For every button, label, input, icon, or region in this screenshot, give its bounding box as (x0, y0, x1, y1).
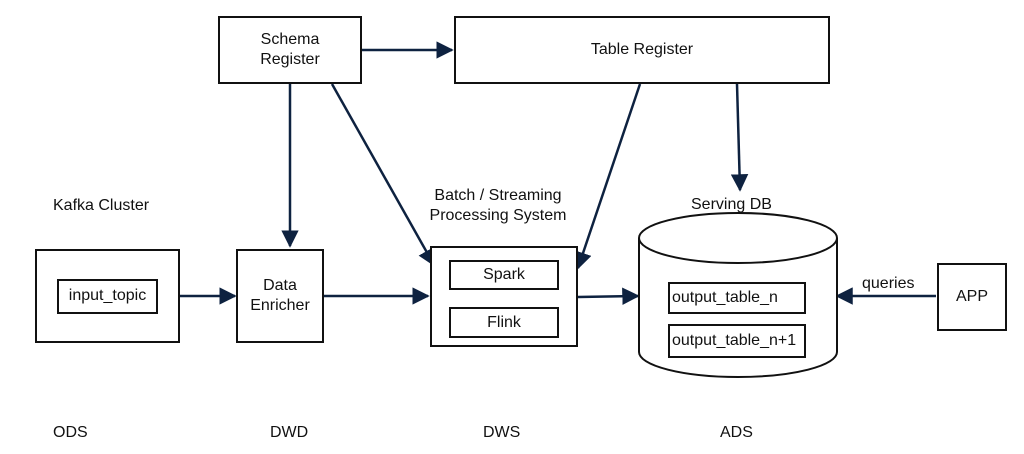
kafka-cluster-node: input_topic (35, 249, 180, 343)
output-table-n1-node: output_table_n+1 (668, 324, 806, 358)
app-node: APP (937, 263, 1007, 331)
kafka-cluster-label: Kafka Cluster (53, 197, 150, 214)
arrow-schema-to-processing (330, 83, 436, 267)
schema-register-node: Schema Register (218, 16, 362, 84)
processing-system-label: Batch / Streaming Processing System (429, 187, 567, 224)
flink-node: Flink (449, 307, 559, 338)
tier-dws-label: DWS (483, 424, 521, 441)
spark-label: Spark (483, 266, 525, 283)
input-topic-node: input_topic (57, 278, 158, 314)
app-label: APP (955, 288, 988, 305)
tier-ads-label: ADS (720, 424, 753, 441)
flink-label: Flink (487, 313, 521, 331)
queries-label: queries (862, 275, 915, 292)
spark-node: Spark (449, 260, 559, 290)
tier-ods-label: ODS (53, 424, 88, 441)
table-register-label: Table Register (590, 41, 694, 58)
output-table-n1-label: output_table_n+1 (672, 332, 797, 349)
output-table-n-label: output_table_n (672, 289, 778, 306)
arrow-table-register-to-serving-db (730, 83, 749, 192)
output-table-n-node: output_table_n (668, 282, 806, 314)
tier-dwd-label: DWD (270, 424, 309, 441)
processing-system-node: Spark Flink (430, 246, 578, 347)
data-enricher-node: Data Enricher (236, 249, 324, 343)
data-enricher-label: Data Enricher (250, 277, 310, 314)
table-register-node: Table Register (454, 16, 830, 84)
arrow-processing-to-serving-db (577, 287, 640, 306)
input-topic-label: input_topic (68, 287, 147, 304)
arrow-table-register-to-processing (574, 83, 642, 270)
schema-register-label: Schema Register (260, 31, 320, 68)
serving-db-label: Serving DB (691, 196, 772, 213)
